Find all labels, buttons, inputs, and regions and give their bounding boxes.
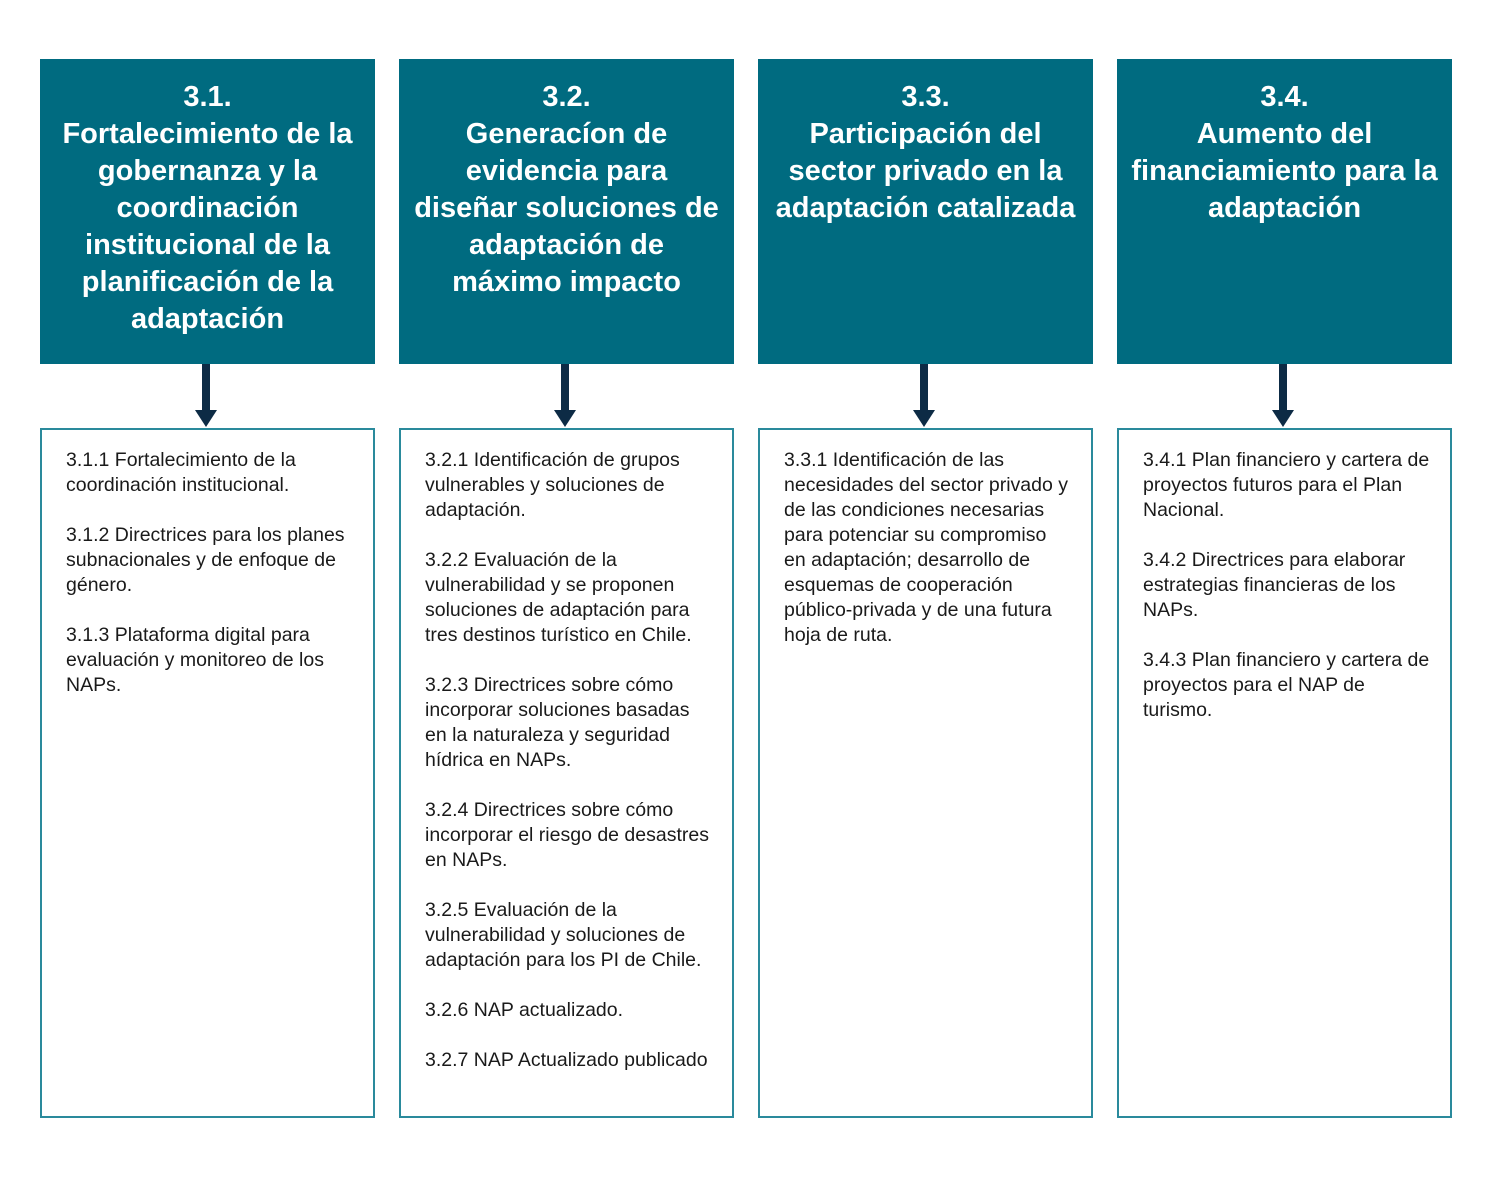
column-3-1: 3.1. Fortalecimiento de la gobernanza y … — [40, 59, 375, 1118]
column-3-2: 3.2. Generacíon de evidencia para diseña… — [399, 59, 734, 1118]
header-box-3-4: 3.4. Aumento del financiamiento para la … — [1117, 59, 1452, 364]
detail-item: 3.2.5 Evaluación de la vulnerabilidad y … — [425, 899, 702, 971]
detail-box-3-1: 3.1.1 Fortalecimiento de la coordinación… — [40, 428, 375, 1118]
detail-item: 3.3.1 Identificación de las necesidades … — [784, 449, 1068, 646]
header-title: Aumento del financiamiento para la adapt… — [1131, 118, 1438, 224]
detail-item: 3.1.3 Plataforma digital para evaluación… — [66, 624, 324, 696]
arrow-down-icon — [1117, 364, 1452, 428]
header-title: Fortalecimiento de la gobernanza y la co… — [62, 118, 353, 335]
column-3-4: 3.4. Aumento del financiamiento para la … — [1117, 59, 1452, 1118]
detail-item: 3.2.2 Evaluación de la vulnerabilidad y … — [425, 549, 692, 646]
arrow-down-icon — [758, 364, 1093, 428]
header-number: 3.2. — [542, 81, 591, 113]
detail-item: 3.1.2 Directrices para los planes subnac… — [66, 524, 345, 596]
detail-item: 3.1.1 Fortalecimiento de la coordinación… — [66, 449, 296, 496]
detail-item: 3.4.3 Plan financiero y cartera de proye… — [1143, 649, 1430, 721]
header-title: Participación del sector privado en la a… — [775, 118, 1076, 224]
detail-item: 3.2.6 NAP actualizado. — [425, 999, 624, 1021]
detail-item: 3.2.7 NAP Actualizado publicado — [425, 1049, 708, 1071]
detail-box-3-2: 3.2.1 Identificación de grupos vulnerabl… — [399, 428, 734, 1118]
detail-item: 3.2.3 Directrices sobre cómo incorporar … — [425, 674, 690, 771]
detail-item: 3.2.4 Directrices sobre cómo incorporar … — [425, 799, 709, 871]
header-number: 3.3. — [901, 81, 950, 113]
arrow-down-icon — [40, 364, 375, 428]
detail-item: 3.4.1 Plan financiero y cartera de proye… — [1143, 449, 1430, 521]
header-number: 3.4. — [1260, 81, 1309, 113]
header-box-3-1: 3.1. Fortalecimiento de la gobernanza y … — [40, 59, 375, 364]
header-box-3-2: 3.2. Generacíon de evidencia para diseña… — [399, 59, 734, 364]
column-3-3: 3.3. Participación del sector privado en… — [758, 59, 1093, 1118]
header-title: Generacíon de evidencia para diseñar sol… — [414, 118, 719, 298]
detail-item: 3.2.1 Identificación de grupos vulnerabl… — [425, 449, 680, 521]
detail-item: 3.4.2 Directrices para elaborar estrateg… — [1143, 549, 1406, 621]
detail-box-3-3: 3.3.1 Identificación de las necesidades … — [758, 428, 1093, 1118]
detail-box-3-4: 3.4.1 Plan financiero y cartera de proye… — [1117, 428, 1452, 1118]
header-box-3-3: 3.3. Participación del sector privado en… — [758, 59, 1093, 364]
arrow-down-icon — [399, 364, 734, 428]
header-number: 3.1. — [183, 81, 232, 113]
